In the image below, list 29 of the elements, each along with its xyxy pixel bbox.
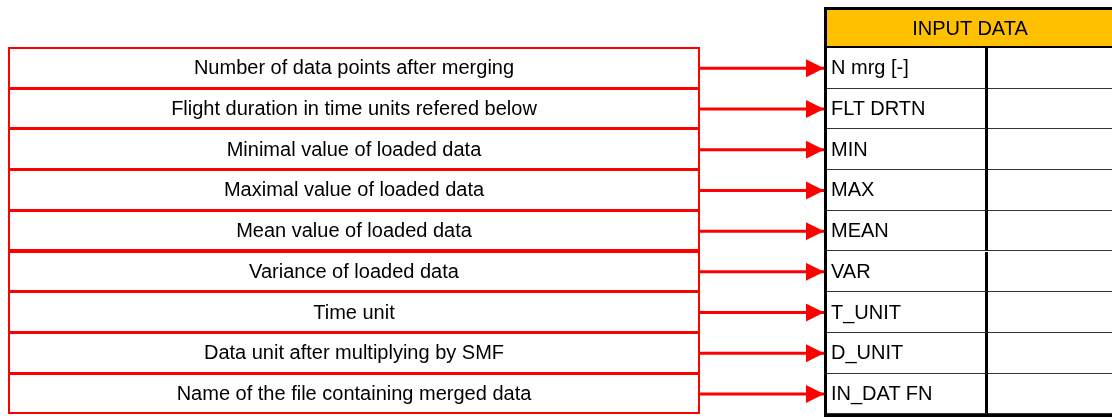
parameter-cell: N mrg [-] [827,48,988,89]
arrow [700,59,824,78]
description-box: Time unit [8,291,700,333]
parameter-cell: IN_DAT FN [827,373,988,415]
arrow [700,181,824,200]
description-box: Number of data points after merging [8,47,700,89]
parameter-cell: D_UNIT [827,332,988,374]
description-box: Maximal value of loaded data [8,169,700,211]
arrow [700,100,824,119]
parameter-cell: FLT DRTN [827,88,988,130]
parameter-cell: T_UNIT [827,292,988,333]
arrow [700,222,824,241]
arrow [700,140,824,159]
description-box: Name of the file containing merged data [8,372,700,415]
description-box: Data unit after multiplying by SMF [8,331,700,374]
parameter-cell: MEAN [827,210,988,252]
arrow [700,384,824,403]
parameter-cell: VAR [827,251,988,293]
arrow [700,344,824,363]
arrow [700,262,824,281]
data-table [824,7,1112,418]
description-box: Mean value of loaded data [8,209,700,252]
description-box: Minimal value of loaded data [8,128,700,171]
description-box: Flight duration in time units refered below [8,87,700,130]
parameter-cell: MAX [827,170,988,211]
table-header: INPUT DATA [827,10,1112,48]
parameter-cell: MIN [827,129,988,171]
description-box: Variance of loaded data [8,250,700,293]
arrow [700,303,824,322]
